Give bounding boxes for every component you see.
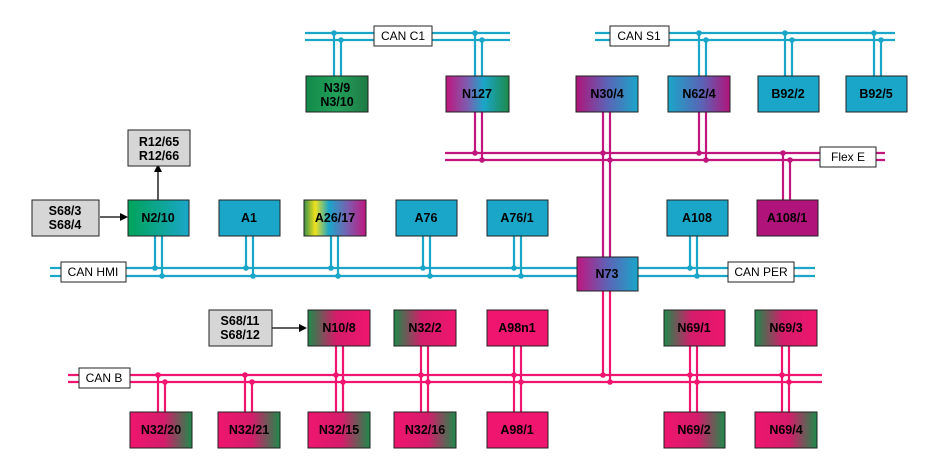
svg-text:B92/2: B92/2 <box>771 87 804 101</box>
svg-text:A108: A108 <box>682 211 712 225</box>
svg-text:S68/4: S68/4 <box>49 218 82 232</box>
bus-label-can-b: CAN B <box>78 367 131 389</box>
svg-text:N127: N127 <box>462 87 492 101</box>
arrows <box>100 164 307 332</box>
svg-text:N69/2: N69/2 <box>677 423 710 437</box>
node-b92-2[interactable]: B92/2 <box>757 75 820 113</box>
node-a108-1[interactable]: A108/1 <box>756 199 819 237</box>
node-n69-3[interactable]: N69/3 <box>754 309 818 347</box>
node-n62-4[interactable]: N62/4 <box>667 75 731 113</box>
svg-text:A1: A1 <box>241 211 257 225</box>
svg-text:N30/4: N30/4 <box>590 87 623 101</box>
node-a76[interactable]: A76 <box>395 199 458 237</box>
node-n32-20[interactable]: N32/20 <box>129 411 193 449</box>
svg-text:N32/21: N32/21 <box>229 423 269 437</box>
node-n3-9[interactable]: N3/9 N3/10 <box>305 75 369 113</box>
bus-label-can-per: CAN PER <box>727 261 795 283</box>
svg-text:CAN S1: CAN S1 <box>617 29 661 43</box>
svg-text:N3/9: N3/9 <box>324 81 350 95</box>
can-b-stubs-top <box>334 346 791 382</box>
node-s68-3[interactable]: S68/3 S68/4 <box>31 199 100 237</box>
svg-text:S68/12: S68/12 <box>220 328 260 342</box>
node-s68-11[interactable]: S68/11 S68/12 <box>208 309 273 347</box>
node-a98-1[interactable]: A98/1 <box>486 411 549 449</box>
can-hmi-stubs <box>152 236 700 279</box>
svg-text:N69/4: N69/4 <box>769 423 802 437</box>
node-r12-65[interactable]: R12/65 R12/66 <box>127 129 191 167</box>
node-n2-10[interactable]: N2/10 <box>127 199 190 237</box>
node-b92-5[interactable]: B92/5 <box>845 75 908 113</box>
svg-text:N32/20: N32/20 <box>141 423 181 437</box>
can-c1-stubs <box>331 30 485 76</box>
node-n69-2[interactable]: N69/2 <box>663 411 726 449</box>
node-n30-4[interactable]: N30/4 <box>575 75 639 113</box>
svg-text:N10/8: N10/8 <box>322 321 355 335</box>
svg-text:CAN PER: CAN PER <box>734 265 788 279</box>
svg-text:R12/65: R12/65 <box>139 135 179 149</box>
flex-e-stubs <box>472 112 793 257</box>
svg-text:N32/15: N32/15 <box>319 423 359 437</box>
svg-text:S68/11: S68/11 <box>221 314 260 328</box>
node-a26-17[interactable]: A26/17 <box>303 199 367 237</box>
svg-text:A108/1: A108/1 <box>767 211 807 225</box>
bus-label-can-s1: CAN S1 <box>609 25 670 47</box>
node-a108[interactable]: A108 <box>666 199 729 237</box>
n73-can-b-link <box>600 291 613 385</box>
node-n73[interactable]: N73 <box>576 256 639 292</box>
node-a98n1[interactable]: A98n1 <box>486 309 549 347</box>
node-n32-15[interactable]: N32/15 <box>307 411 371 449</box>
svg-text:B92/5: B92/5 <box>859 87 892 101</box>
node-n69-1[interactable]: N69/1 <box>663 309 726 347</box>
svg-text:R12/66: R12/66 <box>139 149 179 163</box>
svg-text:N2/10: N2/10 <box>141 211 174 225</box>
node-n32-2[interactable]: N32/2 <box>393 309 457 347</box>
node-a76-1[interactable]: A76/1 <box>486 199 549 237</box>
svg-text:N69/3: N69/3 <box>769 321 802 335</box>
svg-text:Flex E: Flex E <box>831 150 865 164</box>
svg-text:A76: A76 <box>415 211 438 225</box>
can-b-stubs-bottom <box>155 372 792 412</box>
svg-text:A98n1: A98n1 <box>498 321 536 335</box>
node-n10-8[interactable]: N10/8 <box>307 309 371 347</box>
svg-text:N73: N73 <box>596 267 619 281</box>
svg-text:N3/10: N3/10 <box>320 95 353 109</box>
svg-text:N69/1: N69/1 <box>677 321 710 335</box>
can-b-bus <box>68 373 822 384</box>
can-s1-stubs <box>696 30 884 76</box>
svg-text:CAN HMI: CAN HMI <box>68 265 119 279</box>
svg-text:A26/17: A26/17 <box>315 211 355 225</box>
flex-e-bus <box>445 151 885 162</box>
bus-label-can-c1: CAN C1 <box>373 25 433 47</box>
svg-text:N32/2: N32/2 <box>408 321 441 335</box>
svg-text:N32/16: N32/16 <box>405 423 445 437</box>
bus-label-flex-e: Flex E <box>819 146 877 168</box>
bus-label-can-hmi: CAN HMI <box>60 261 127 283</box>
svg-text:CAN B: CAN B <box>86 371 123 385</box>
node-n32-16[interactable]: N32/16 <box>393 411 457 449</box>
svg-text:CAN C1: CAN C1 <box>381 29 425 43</box>
svg-text:S68/3: S68/3 <box>49 204 82 218</box>
node-a1[interactable]: A1 <box>218 199 281 237</box>
svg-text:A98/1: A98/1 <box>500 423 533 437</box>
svg-text:A76/1: A76/1 <box>500 211 533 225</box>
node-n69-4[interactable]: N69/4 <box>754 411 818 449</box>
node-n32-21[interactable]: N32/21 <box>217 411 281 449</box>
svg-text:N62/4: N62/4 <box>682 87 715 101</box>
node-n127[interactable]: N127 <box>445 75 510 113</box>
